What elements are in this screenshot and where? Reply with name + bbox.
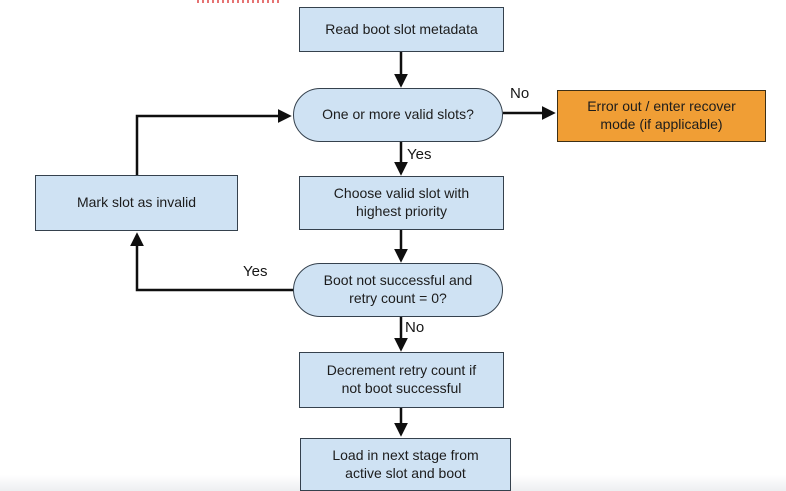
node-boot-not-successful-check: Boot not successful and retry count = 0? — [293, 263, 503, 317]
node-decrement-retry-count: Decrement retry count if not boot succes… — [299, 352, 504, 408]
node-label: Boot not successful and retry count = 0? — [323, 272, 473, 306]
arrow-bootcheck-to-mark — [130, 232, 296, 292]
node-label: Error out / enter recover mode (if appli… — [587, 98, 736, 132]
node-load-next-stage: Load in next stage from active slot and … — [300, 438, 511, 491]
edge-label-no: No — [405, 319, 425, 336]
node-one-or-more-valid-slots: One or more valid slots? — [293, 88, 503, 142]
node-label: Choose valid slot with highest priority — [333, 185, 470, 219]
red-dotted-artifact — [197, 0, 279, 3]
node-label: Mark slot as invalid — [76, 194, 197, 211]
node-mark-slot-invalid: Mark slot as invalid — [35, 175, 238, 231]
node-read-boot-slot-metadata: Read boot slot metadata — [299, 7, 504, 52]
edge-label-no: No — [510, 85, 530, 102]
node-error-out-recover-mode: Error out / enter recover mode (if appli… — [557, 90, 766, 142]
node-label: Load in next stage from active slot and … — [332, 446, 479, 481]
edge-label-yes: Yes — [243, 263, 268, 280]
node-choose-valid-slot: Choose valid slot with highest priority — [299, 176, 504, 230]
node-label: Read boot slot metadata — [325, 20, 478, 37]
node-label: One or more valid slots? — [322, 106, 474, 123]
edge-label-yes: Yes — [407, 146, 432, 163]
node-label: Decrement retry count if not boot succes… — [326, 362, 477, 396]
arrow-mark-to-valid — [135, 109, 292, 175]
